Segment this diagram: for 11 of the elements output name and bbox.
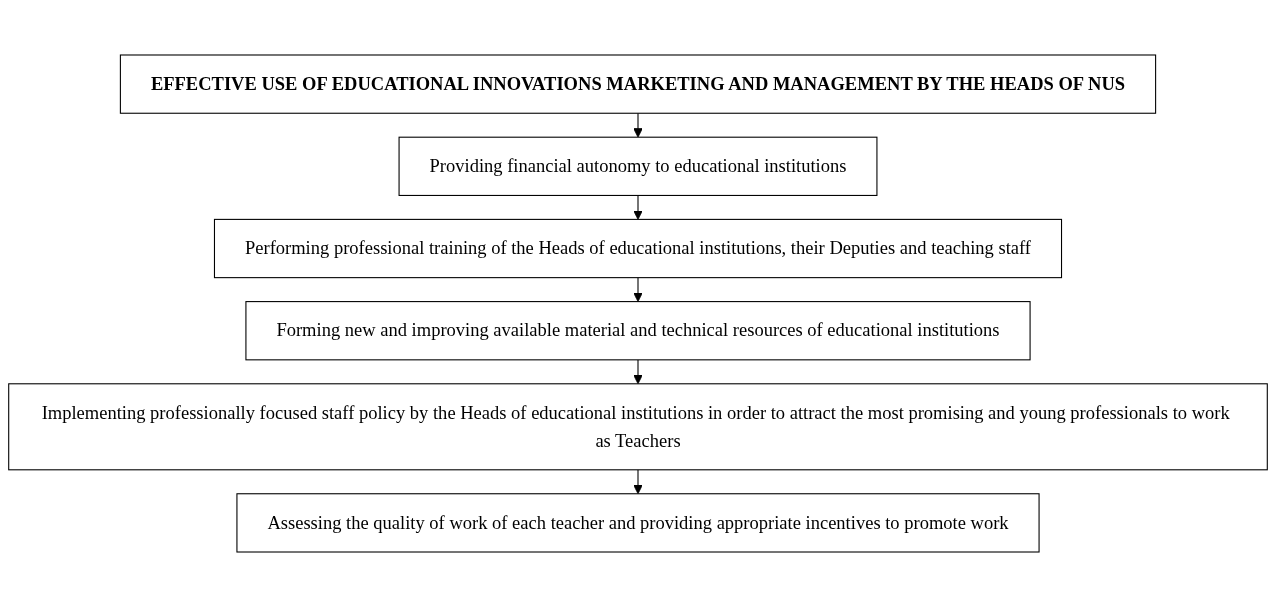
node-box: Forming new and improving available material and technical resources of educational institutions (245, 301, 1031, 361)
node-box: Performing professional training of the Heads of educational institutions, their Deputies and teaching staff (213, 218, 1063, 279)
node-box: Providing financial autonomy to educational institutions (398, 136, 878, 196)
node-box: EFFECTIVE USE OF EDUCATIONAL INNOVATIONS MARKETING AND MANAGEMENT BY THE HEADS OF NUS (119, 54, 1157, 114)
arrow (633, 112, 643, 138)
arrow (633, 277, 643, 303)
node-box: Implementing professionally focused staff policy by the Heads of educational institutions in order to attract the most promising and young professionals to work as Teachers (8, 383, 1268, 471)
node-box: Assessing the quality of work of each teacher and providing appropriate incentives to promote work (236, 493, 1040, 553)
arrow (633, 469, 643, 495)
arrow (633, 359, 643, 385)
arrow (633, 194, 643, 220)
